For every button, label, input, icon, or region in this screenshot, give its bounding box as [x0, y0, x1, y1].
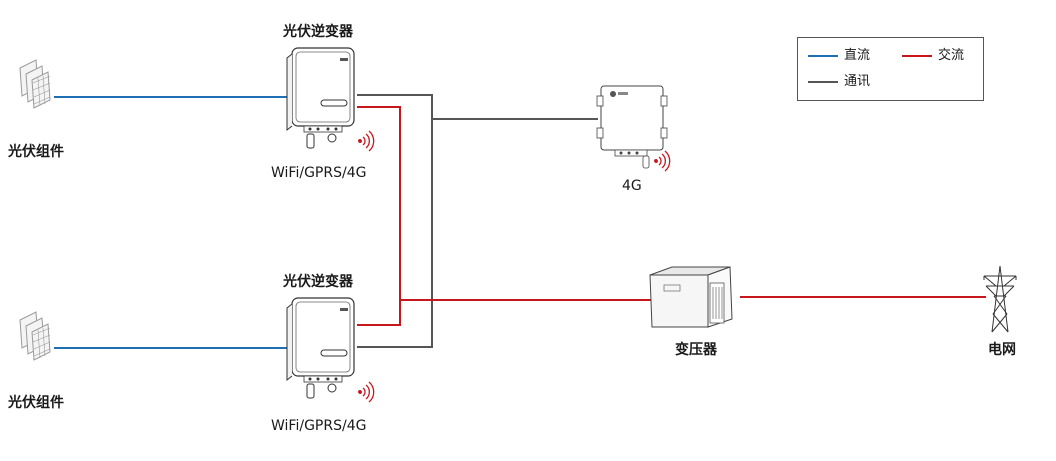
inverter-title-bottom: 光伏逆变器: [283, 274, 353, 290]
inverter-comm-label-top: WiFi/GPRS/4G: [271, 165, 367, 181]
legend-swatch-comm: [808, 80, 838, 83]
pv-module-label-bottom: 光伏组件: [8, 395, 64, 411]
ac-line-inverters: [357, 106, 401, 326]
pv-module-icon: [19, 311, 51, 361]
power-tower-icon: [983, 265, 1017, 333]
comm-line-top: [357, 94, 433, 348]
inverter-comm-label-bottom: WiFi/GPRS/4G: [271, 418, 367, 434]
wireless-signal-icon: [358, 381, 375, 403]
legend-swatch-ac: [902, 54, 932, 57]
grid-label: 电网: [988, 342, 1016, 358]
legend-label-ac: 交流: [938, 48, 965, 63]
legend-label-dc: 直流: [844, 48, 871, 63]
data-logger-icon: [596, 85, 668, 169]
legend-item-ac: 交流: [902, 48, 964, 64]
inverter-icon: [286, 297, 355, 399]
inverter-icon: [286, 47, 355, 149]
transformer-label: 变压器: [675, 342, 717, 358]
transformer-icon: [649, 266, 733, 328]
wireless-signal-icon: [654, 150, 671, 172]
legend-item-dc: 直流: [808, 48, 870, 64]
wireless-signal-icon: [358, 130, 375, 152]
data-logger-label: 4G: [622, 178, 642, 194]
pv-module-icon: [19, 59, 51, 109]
legend-swatch-dc: [808, 54, 838, 57]
legend: 直流 交流 通讯: [797, 37, 984, 101]
legend-label-comm: 通讯: [844, 74, 871, 89]
pv-module-label-top: 光伏组件: [8, 144, 64, 160]
legend-item-comm: 通讯: [808, 74, 870, 90]
inverter-title-top: 光伏逆变器: [283, 24, 353, 40]
